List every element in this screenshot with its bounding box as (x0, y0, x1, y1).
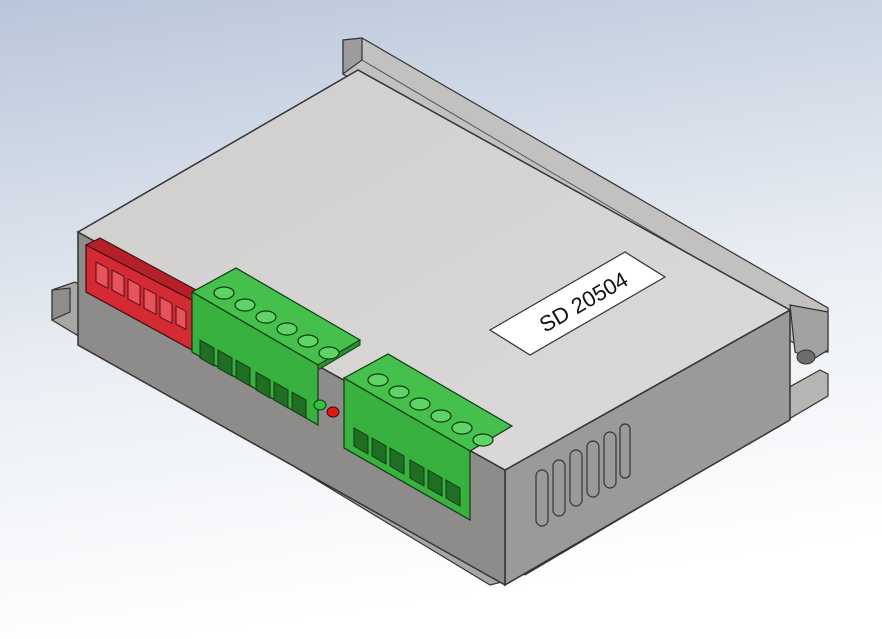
mounting-hole-icon (796, 349, 816, 365)
status-leds (313, 399, 340, 418)
vent-slots (535, 423, 631, 527)
green-led (313, 399, 327, 411)
red-led (326, 406, 340, 418)
terminal-block-2 (342, 353, 514, 522)
terminal-block-1 (190, 267, 362, 427)
